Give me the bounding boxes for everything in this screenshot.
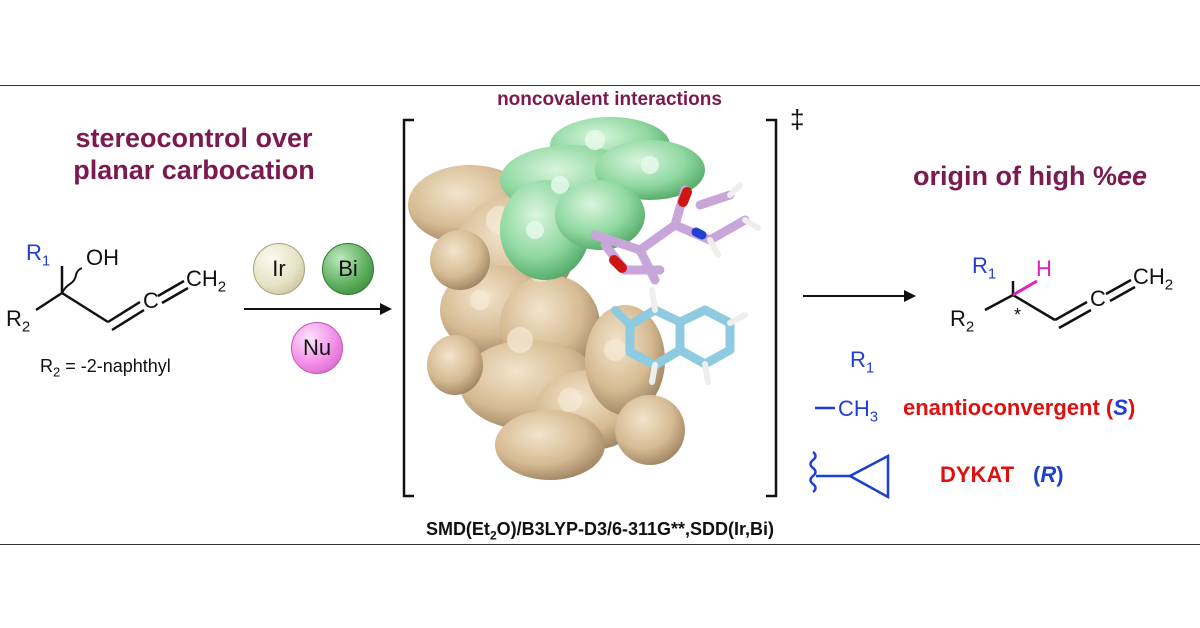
left-heading-line2: planar carbocation xyxy=(73,155,315,185)
naphthyl-sticks xyxy=(611,287,748,385)
product-allene-ch2: CH2 xyxy=(1133,264,1174,294)
nu-ball: Nu xyxy=(291,322,343,374)
pink-ligand-sticks xyxy=(590,182,761,285)
product-r1: R1 xyxy=(972,253,997,283)
reactant-allene-c: C xyxy=(143,288,159,313)
reactant-allene-ch2: CH2 xyxy=(186,266,227,296)
bottom-rule xyxy=(0,544,1200,545)
ir-label: Ir xyxy=(272,256,286,281)
enantioconvergent-label: enantioconvergent (S) xyxy=(903,395,1136,420)
product-h: H xyxy=(1036,256,1052,281)
green-surface xyxy=(500,117,705,280)
reactant-r2: R2 xyxy=(6,306,31,336)
left-heading: stereocontrol over planar carbocation xyxy=(44,122,344,186)
r2-definition: R2 = -2-naphthyl xyxy=(40,356,171,380)
dykat-configuration: (R) xyxy=(1033,462,1064,487)
transition-state-model xyxy=(402,117,778,498)
reactant-oh: OH xyxy=(86,245,119,270)
bi-catalyst-ball: Bi xyxy=(322,243,374,295)
left-heading-line1: stereocontrol over xyxy=(75,123,313,153)
dykat-label: DYKAT xyxy=(940,462,1015,487)
center-title: noncovalent interactions xyxy=(497,89,722,110)
reactant-r1: R1 xyxy=(26,240,51,270)
stereocenter-star: * xyxy=(1014,305,1022,325)
computational-method: SMD(Et2O)/B3LYP-D3/6-311G**,SDD(Ir,Bi) xyxy=(425,519,775,543)
product-r2: R2 xyxy=(950,306,975,336)
product-allene-c: C xyxy=(1090,286,1106,311)
substituent-r1-label: R1 xyxy=(850,347,875,377)
double-dagger: ‡ xyxy=(790,104,805,134)
bi-label: Bi xyxy=(338,256,358,281)
nu-label: Nu xyxy=(302,335,332,360)
methyl-label: CH3 xyxy=(838,396,879,426)
ir-catalyst-ball: Ir xyxy=(253,243,305,295)
top-rule xyxy=(0,85,1200,86)
right-heading: origin of high %ee xyxy=(912,161,1147,191)
